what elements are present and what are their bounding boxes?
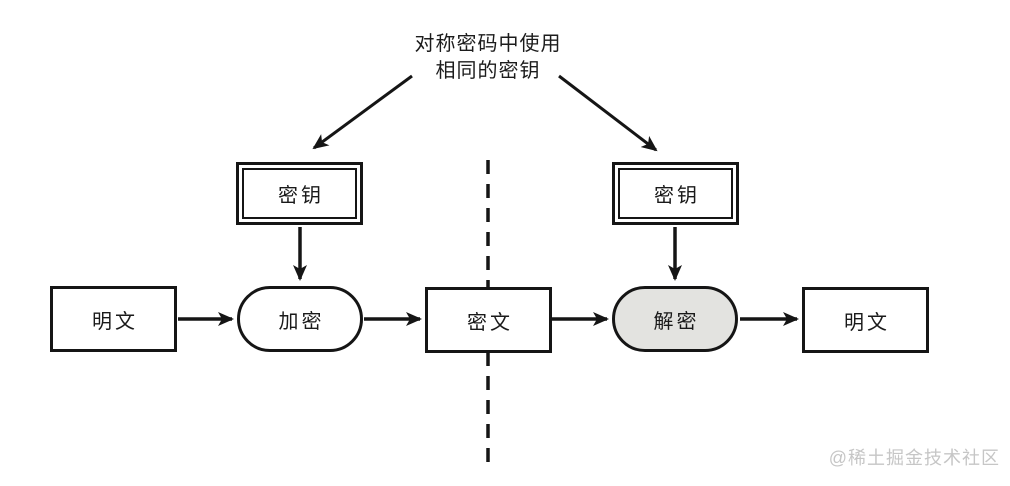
watermark: @稀土掘金技术社区 xyxy=(828,448,1000,468)
diagram-title-line2: 相同的密钥 xyxy=(435,60,541,82)
key-box-right: 密钥 xyxy=(612,162,739,225)
arrow-title-to-key-right xyxy=(558,74,658,152)
diagram-title: 对称密码中使用 相同的密钥 xyxy=(398,31,578,85)
key-box-right-label: 密钥 xyxy=(618,168,733,219)
key-box-left: 密钥 xyxy=(236,162,363,225)
decrypt-node: 解密 xyxy=(612,286,738,352)
arrow-title-to-key-left xyxy=(312,74,413,150)
ciphertext-box: 密文 xyxy=(425,287,552,353)
diagram-title-line1: 对称密码中使用 xyxy=(414,33,562,55)
plaintext-box-right: 明文 xyxy=(802,287,929,353)
plaintext-box-left: 明文 xyxy=(50,286,177,352)
key-box-left-label: 密钥 xyxy=(242,168,357,219)
encrypt-node: 加密 xyxy=(237,286,363,352)
